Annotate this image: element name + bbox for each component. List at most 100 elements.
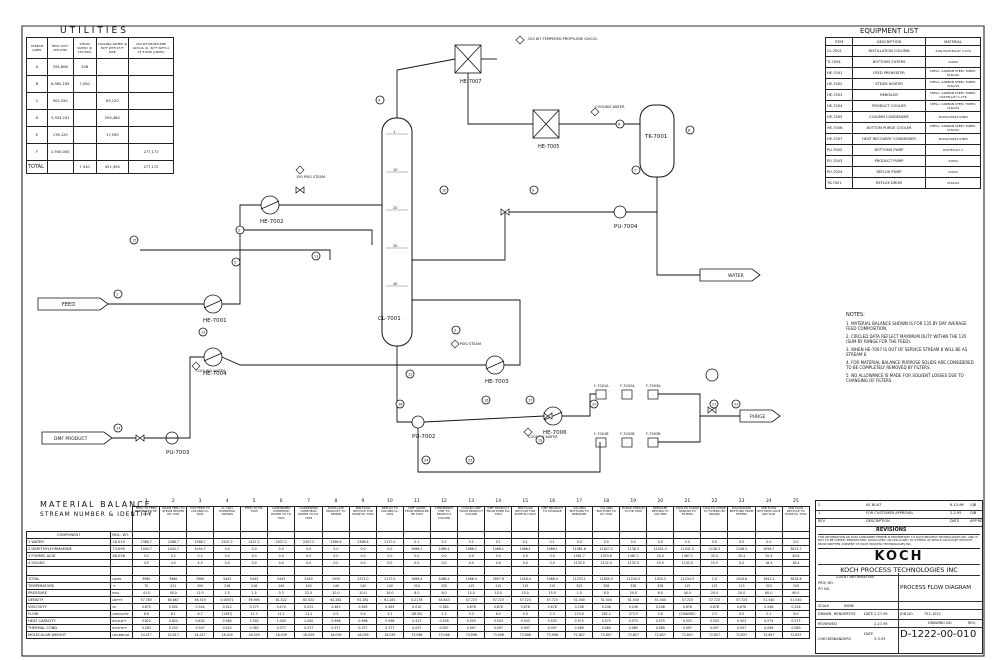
mb-value: 0.822	[132, 616, 161, 625]
mb-value: 0.097	[457, 623, 486, 632]
mb-value: 0.834	[186, 616, 215, 625]
mb-value: 0.1	[457, 537, 486, 546]
mb-stream-number: 3	[198, 498, 202, 504]
mb-value: 2368.6	[321, 537, 351, 546]
mb-value: 16.4	[754, 558, 783, 567]
mb-value: 18.029	[240, 630, 268, 639]
mb-property-name: VISCOSITY	[25, 602, 112, 611]
mb-empty	[349, 565, 377, 576]
stream-number: 19	[538, 439, 542, 443]
mb-value: 72.857	[565, 630, 594, 639]
mb-value: 0.5	[321, 609, 351, 618]
mb-value: 328	[646, 581, 675, 590]
mb-property-unit: LB/HR	[110, 574, 134, 583]
mb-title-cell	[27, 507, 111, 532]
stream-number-bubble	[375, 95, 385, 105]
exchanger-he7001-stroke	[203, 299, 223, 309]
mb-value: 0.0	[349, 558, 377, 567]
pump-pu7002	[411, 415, 425, 429]
stream-number-bubble	[451, 325, 461, 335]
mb-value: 24.017	[186, 630, 215, 639]
mb-value: 51.540	[619, 595, 648, 604]
overhead-vapor	[396, 58, 456, 118]
mb-value: 115	[673, 581, 702, 590]
revision-rule	[816, 510, 982, 511]
stream-number-bubble	[525, 395, 535, 405]
revision-date: 6-10-96	[950, 503, 964, 507]
mb-value: 0.503	[673, 616, 702, 625]
utilities-header: HEAT DUTY (BTU/HR)	[47, 37, 74, 59]
utility-diamond	[295, 165, 305, 175]
bottoms-to-pump	[396, 365, 412, 423]
mb-value: 11627.2	[592, 544, 621, 553]
tray-number: 30	[393, 244, 397, 248]
min-flow-recycle	[417, 428, 601, 473]
mb-value: 72.857	[754, 630, 783, 639]
stream-number: 10	[442, 189, 446, 193]
mb-value: 72.857	[781, 630, 811, 639]
po-no-label: PO NO.	[818, 587, 831, 591]
mb-value: 1044.7	[132, 544, 161, 553]
mb-value: 221	[159, 581, 188, 590]
stream-number-bubble	[439, 185, 449, 195]
filter-label: F-7003A	[646, 384, 661, 388]
mb-value: 0.283	[132, 623, 161, 632]
mb-property-unit: PSIG	[110, 588, 134, 597]
rev-label: REV.	[968, 621, 976, 625]
mb-value: 0.246	[619, 602, 648, 611]
stream-number-bubble	[129, 235, 139, 245]
he7007-cross	[454, 44, 482, 74]
mb-value: 300	[186, 581, 215, 590]
stream-number: 17	[528, 399, 532, 403]
mb-stream-name: COLUMN BOTTOMS TO PU-7002	[592, 506, 621, 532]
mb-empty	[375, 530, 404, 539]
mb-empty	[186, 565, 215, 576]
mb-value: 0.678	[700, 602, 729, 611]
mb-value: 1066.1	[538, 544, 567, 553]
mb-value: 1096.7	[754, 544, 783, 553]
stream-number-bubble	[731, 399, 741, 409]
mb-empty	[511, 565, 540, 576]
mb-value: 1066.4	[429, 574, 459, 583]
mb-value: 0.010	[402, 602, 431, 611]
mb-value: 0.089	[619, 623, 648, 632]
mb-value: 2407.2	[294, 537, 323, 546]
mb-value: 0.503	[700, 616, 729, 625]
checked-by: SANDERS	[834, 637, 851, 641]
mb-value: 0.0	[511, 551, 540, 560]
mb-value: 0.097	[673, 623, 702, 632]
mb-property-name: DENSITY	[25, 595, 112, 604]
mb-value: 0.503	[538, 616, 567, 625]
mb-value: 0.0	[646, 537, 675, 546]
mb-title: MATERIAL BALANCE	[40, 500, 152, 509]
mb-value: 0.678	[673, 602, 702, 611]
mb-value: 1132.5	[565, 558, 594, 567]
mb-stream-name: DMF VAPOR FROM REBOILER HE-7003	[402, 506, 431, 532]
mb-value: 0.097	[727, 623, 756, 632]
mb-value: 0.670	[132, 602, 161, 611]
mb-value: 2.6	[646, 609, 675, 618]
mb-value: 2372.0	[349, 574, 377, 583]
mb-value: 57.723	[511, 595, 540, 604]
mb-value: 18.039	[321, 630, 351, 639]
stream-number-bubble	[685, 125, 695, 135]
mb-empty	[754, 530, 783, 539]
mb-value: 5443	[240, 574, 268, 583]
mb-stream-name: COOLED DMF FROM PRODUCT COOLER	[457, 506, 486, 532]
pump-to-he7006	[423, 415, 545, 423]
mb-component-mw: -	[110, 558, 134, 567]
exchanger-he7004-label: HE-7004	[203, 371, 227, 377]
filter-label: F-7003B	[646, 432, 661, 436]
mb-value: 328	[592, 581, 621, 590]
mb-value: 8.0	[592, 588, 621, 597]
mb-value: 8.7	[186, 609, 215, 618]
filter-label: F-7002A	[620, 384, 635, 388]
mb-value: 0.1	[402, 537, 431, 546]
exchanger-he7006-stroke	[543, 411, 563, 421]
